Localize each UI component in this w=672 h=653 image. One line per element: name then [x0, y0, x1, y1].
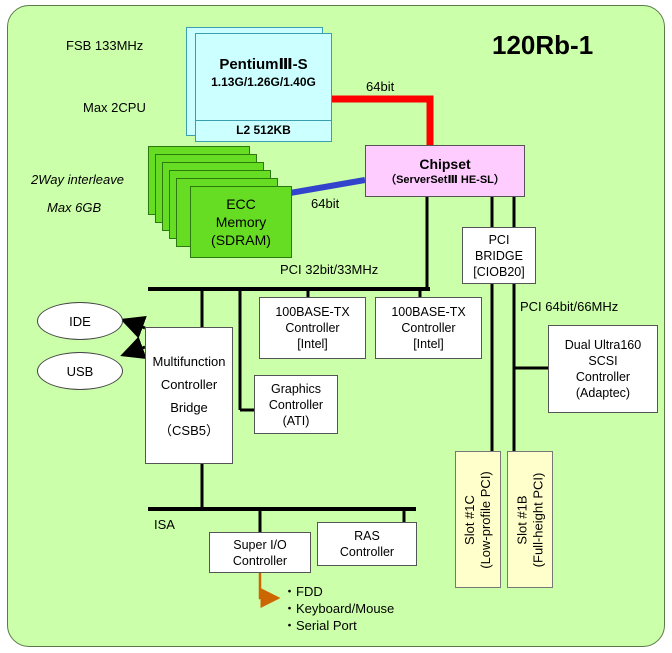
cpu-speeds: 1.13G/1.26G/1.40G [211, 75, 316, 89]
scsi-line2: SCSI [588, 354, 618, 368]
max-memory-label: Max 6GB [47, 200, 102, 215]
pci64-label: PCI 64bit/66MHz [520, 299, 619, 314]
cpu-name: PentiumⅢ-S [219, 56, 308, 73]
graphics-line2: Controller [268, 397, 324, 412]
fsb-label: FSB 133MHz [66, 38, 144, 53]
isa-label: ISA [154, 517, 175, 532]
memory-bus-label: 64bit [311, 196, 340, 211]
superio-line2: Controller [232, 553, 288, 568]
cpu-card-front: PentiumⅢ-S 1.13G/1.26G/1.40G L2 512KB [195, 33, 332, 142]
slot1b-line2: (Full-height PCI) [530, 472, 546, 567]
graphics-line3: (ATI) [282, 413, 310, 428]
memory-card-front: ECC Memory (SDRAM) [190, 186, 292, 258]
cpu-cache: L2 512KB [196, 120, 331, 139]
ide-ellipse: IDE [37, 302, 123, 340]
graphics-box: Graphics Controller (ATI) [254, 375, 338, 434]
nic1-line2: Controller [285, 321, 340, 335]
chipset-box: Chipset （ServerSetⅢ HE-SL） [365, 145, 525, 197]
max-cpu-label: Max 2CPU [83, 100, 146, 115]
peripheral-fdd: ・FDD [283, 584, 323, 599]
nic1-line1: 100BASE-TX [275, 305, 350, 319]
slot1c-line1: Slot #1C [462, 494, 477, 545]
scsi-box: Dual Ultra160 SCSI Controller (Adaptec) [548, 325, 658, 413]
memory-line1: ECC [226, 196, 256, 212]
scsi-line3: Controller [575, 370, 631, 384]
slot-1c: Slot #1C (Low-profile PCI) [455, 451, 501, 588]
scsi-line1: Dual Ultra160 [564, 338, 642, 352]
usb-arrow [120, 336, 147, 360]
pci32-label: PCI 32bit/33MHz [280, 262, 379, 277]
nic2-box: 100BASE-TX Controller [Intel] [375, 297, 482, 359]
ide-arrow [120, 315, 147, 339]
mfc-line2: Controller [160, 376, 218, 392]
slot1c-line2: (Low-profile PCI) [478, 470, 493, 569]
memory-line3: (SDRAM) [211, 232, 271, 248]
ras-line1: RAS [354, 529, 380, 543]
chipset-model: （ServerSetⅢ HE-SL） [385, 173, 505, 186]
cpu-bus-line [330, 95, 434, 146]
slot-1b: Slot #1B (Full-height PCI) [507, 451, 553, 588]
slot1b-line1: Slot #1B [514, 494, 530, 545]
superio-box: Super I/O Controller [209, 532, 311, 573]
scsi-line4: (Adaptec) [575, 386, 631, 400]
chipset-name: Chipset [419, 155, 471, 172]
peripheral-serial-port: ・Serial Port [283, 618, 357, 633]
diagram-title: 120Rb-1 [492, 30, 594, 60]
pci-bridge-line2: BRIDGE [475, 248, 523, 263]
mfc-line4: （CSB5） [159, 422, 219, 438]
usb-ellipse: USB [37, 352, 123, 390]
superio-line1: Super I/O [233, 537, 287, 552]
cpu-bus-label: 64bit [366, 79, 395, 94]
nic2-line1: 100BASE-TX [391, 305, 466, 319]
interleave-label: 2Way interleave [31, 172, 124, 187]
peripheral-keyboard-mouse: ・Keyboard/Mouse [283, 601, 395, 616]
superio-arrow [258, 573, 281, 608]
nic1-line3: [Intel] [297, 337, 328, 351]
multifunction-box: Multifunction Controller Bridge （CSB5） [145, 327, 233, 464]
ras-line2: Controller [339, 545, 395, 559]
graphics-line1: Graphics [270, 381, 322, 396]
pci-bridge-box: PCI BRIDGE [CIOB20] [462, 227, 536, 284]
nic2-line3: [Intel] [413, 337, 444, 351]
pci-bridge-line3: [CIOB20] [473, 264, 525, 279]
mfc-line1: Multifunction [152, 353, 226, 369]
nic1-box: 100BASE-TX Controller [Intel] [259, 297, 366, 359]
memory-bus-line [289, 177, 366, 196]
mfc-line3: Bridge [170, 399, 208, 415]
ras-box: RAS Controller [317, 522, 417, 566]
pci-bridge-line1: PCI [488, 232, 510, 247]
memory-line2: Memory [215, 214, 267, 230]
nic2-line2: Controller [401, 321, 456, 335]
